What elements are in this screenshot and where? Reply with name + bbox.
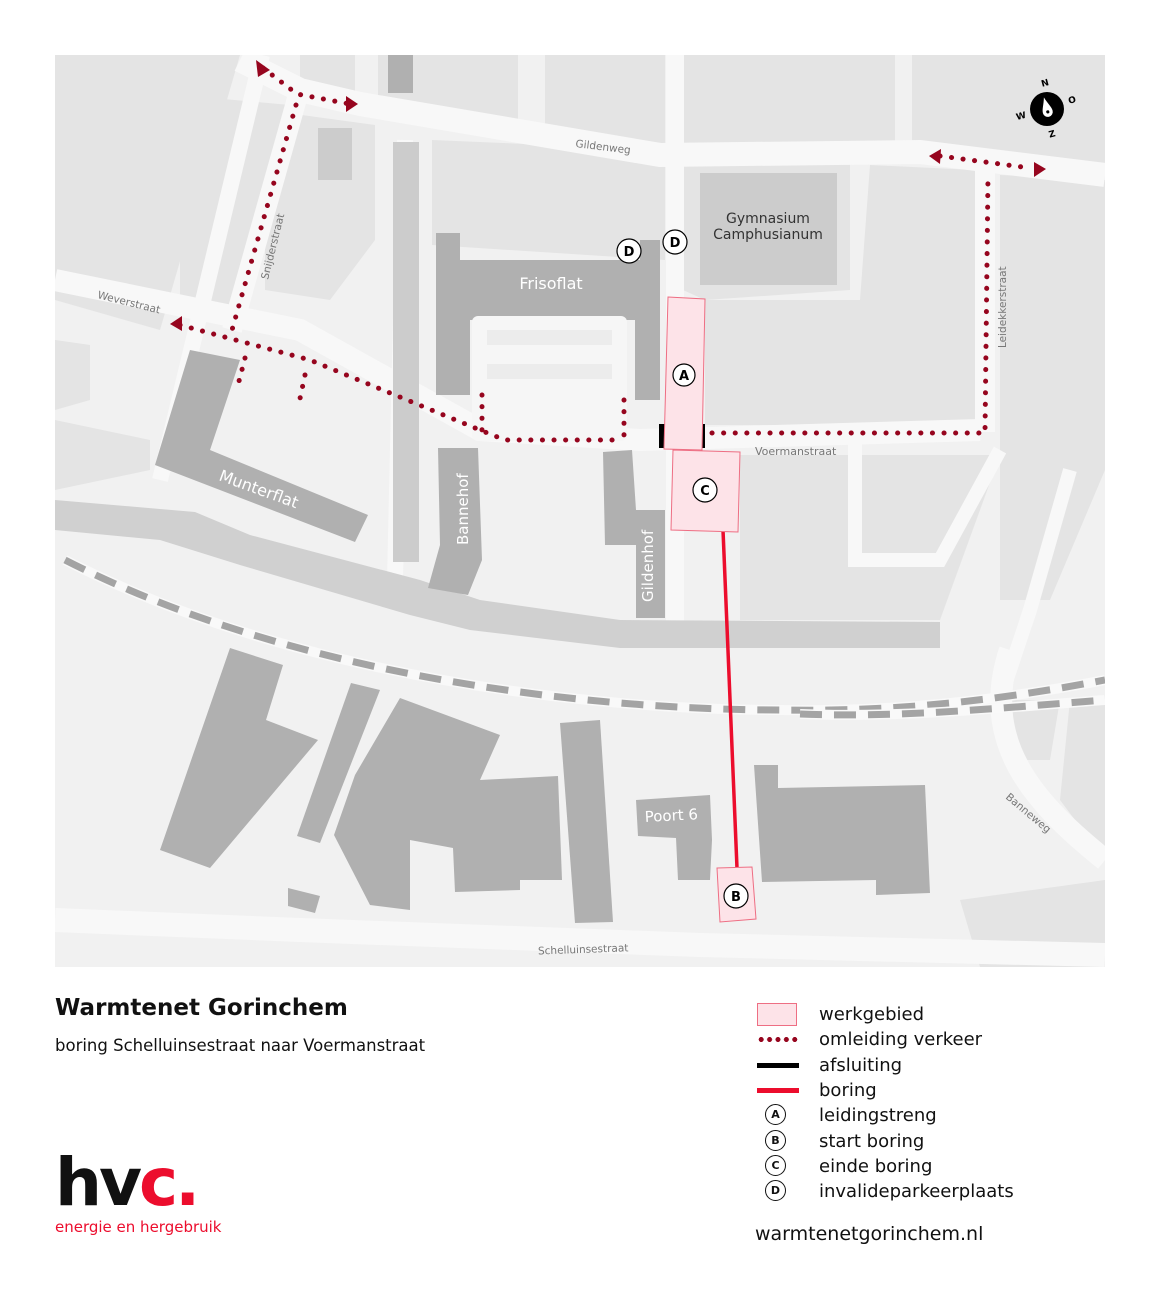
compass-o: O <box>1067 95 1077 107</box>
marker-b-letter: B <box>731 890 741 905</box>
legend-item-c: C einde boring <box>755 1154 1095 1179</box>
marker-d2[interactable]: D <box>662 229 688 255</box>
marker-a[interactable]: A <box>672 363 696 387</box>
label-voermanstraat: Voermanstraat <box>755 445 837 458</box>
legend-item-afsluiting: afsluiting <box>755 1053 1095 1078</box>
legend-label: leidingstreng <box>819 1105 937 1127</box>
compass-icon <box>1030 92 1064 126</box>
marker-c[interactable]: C <box>692 477 718 503</box>
logo-word-red: c. <box>139 1144 200 1221</box>
circle-c-icon: C <box>765 1154 786 1176</box>
map[interactable]: Gildenweg Snijderstraat Weverstraat Leid… <box>55 55 1105 967</box>
circle-a-icon: A <box>765 1104 786 1126</box>
black-line-icon <box>757 1062 799 1068</box>
website-link[interactable]: warmtenetgorinchem.nl <box>755 1223 984 1245</box>
page-subtitle: boring Schelluinsestraat naar Voermanstr… <box>55 1036 426 1055</box>
closure-west <box>659 424 665 448</box>
circle-d-icon: D <box>765 1180 786 1202</box>
marker-d2-letter: D <box>670 236 681 251</box>
legend-label: werkgebied <box>819 1004 925 1026</box>
hvc-logo: hvc. energie en hergebruik <box>55 1150 222 1237</box>
legend-label: omleiding verkeer <box>819 1029 983 1051</box>
label-frisoflat: Frisoflat <box>519 274 582 293</box>
railway <box>62 555 1105 720</box>
marker-d1-letter: D <box>624 245 635 260</box>
legend-item-d: D invalideparkeerplaats <box>755 1179 1095 1204</box>
label-poort6: Poort 6 <box>644 805 698 826</box>
legend-item-werkgebied: werkgebied <box>755 1002 1095 1027</box>
label-gildenhof: Gildenhof <box>639 529 657 602</box>
legend-label: afsluiting <box>819 1054 903 1076</box>
legend-item-omleiding: omleiding verkeer <box>755 1027 1095 1052</box>
detour-routes <box>177 65 1033 443</box>
drilling-line <box>721 529 739 869</box>
logo-word-black: hv <box>55 1144 142 1221</box>
circle-b-icon: B <box>765 1129 786 1151</box>
compass: N O Z W <box>1012 74 1082 144</box>
marker-d1[interactable]: D <box>616 238 642 264</box>
legend-item-boring: boring <box>755 1078 1095 1103</box>
label-gymnasium-1: Gymnasium <box>726 211 810 227</box>
work-area-swatch-icon <box>757 1003 797 1027</box>
legend: werkgebied omleiding verkeer afsluiting … <box>755 1002 1095 1204</box>
dotted-line-icon <box>757 1037 799 1043</box>
label-leidekkerstraat: Leidekkerstraat <box>997 266 1009 348</box>
buildings <box>155 55 930 923</box>
label-schelluinsestraat: Schelluinsestraat <box>538 942 629 957</box>
compass-z: Z <box>1048 129 1057 140</box>
detour-arrowheads <box>170 60 1046 331</box>
compass-w: W <box>1015 111 1027 123</box>
arrow-icon <box>256 60 270 77</box>
legend-label: einde boring <box>819 1155 933 1177</box>
marker-c-letter: C <box>700 484 710 499</box>
label-bannehof: Bannehof <box>454 473 472 545</box>
frisoflat-courtyard <box>472 316 627 441</box>
label-gymnasium-2: Camphusianum <box>713 227 823 243</box>
legend-label: boring <box>819 1080 877 1102</box>
arrow-icon <box>929 149 941 164</box>
arrow-icon <box>170 316 182 331</box>
legend-item-a: A leidingstreng <box>755 1103 1095 1128</box>
marker-a-letter: A <box>679 369 689 384</box>
compass-n: N <box>1040 78 1050 90</box>
arrow-icon <box>346 96 358 112</box>
legend-item-b: B start boring <box>755 1128 1095 1153</box>
logo-tagline: energie en hergebruik <box>55 1218 222 1236</box>
legend-label: invalideparkeerplaats <box>819 1181 1014 1203</box>
red-line-icon <box>757 1088 799 1094</box>
markers: A C B D D <box>616 229 749 909</box>
arrow-icon <box>1034 162 1046 177</box>
legend-label: start boring <box>819 1130 925 1152</box>
marker-b[interactable]: B <box>723 883 749 909</box>
page-title: Warmtenet Gorinchem <box>55 995 348 1021</box>
main-road-band <box>55 500 940 648</box>
